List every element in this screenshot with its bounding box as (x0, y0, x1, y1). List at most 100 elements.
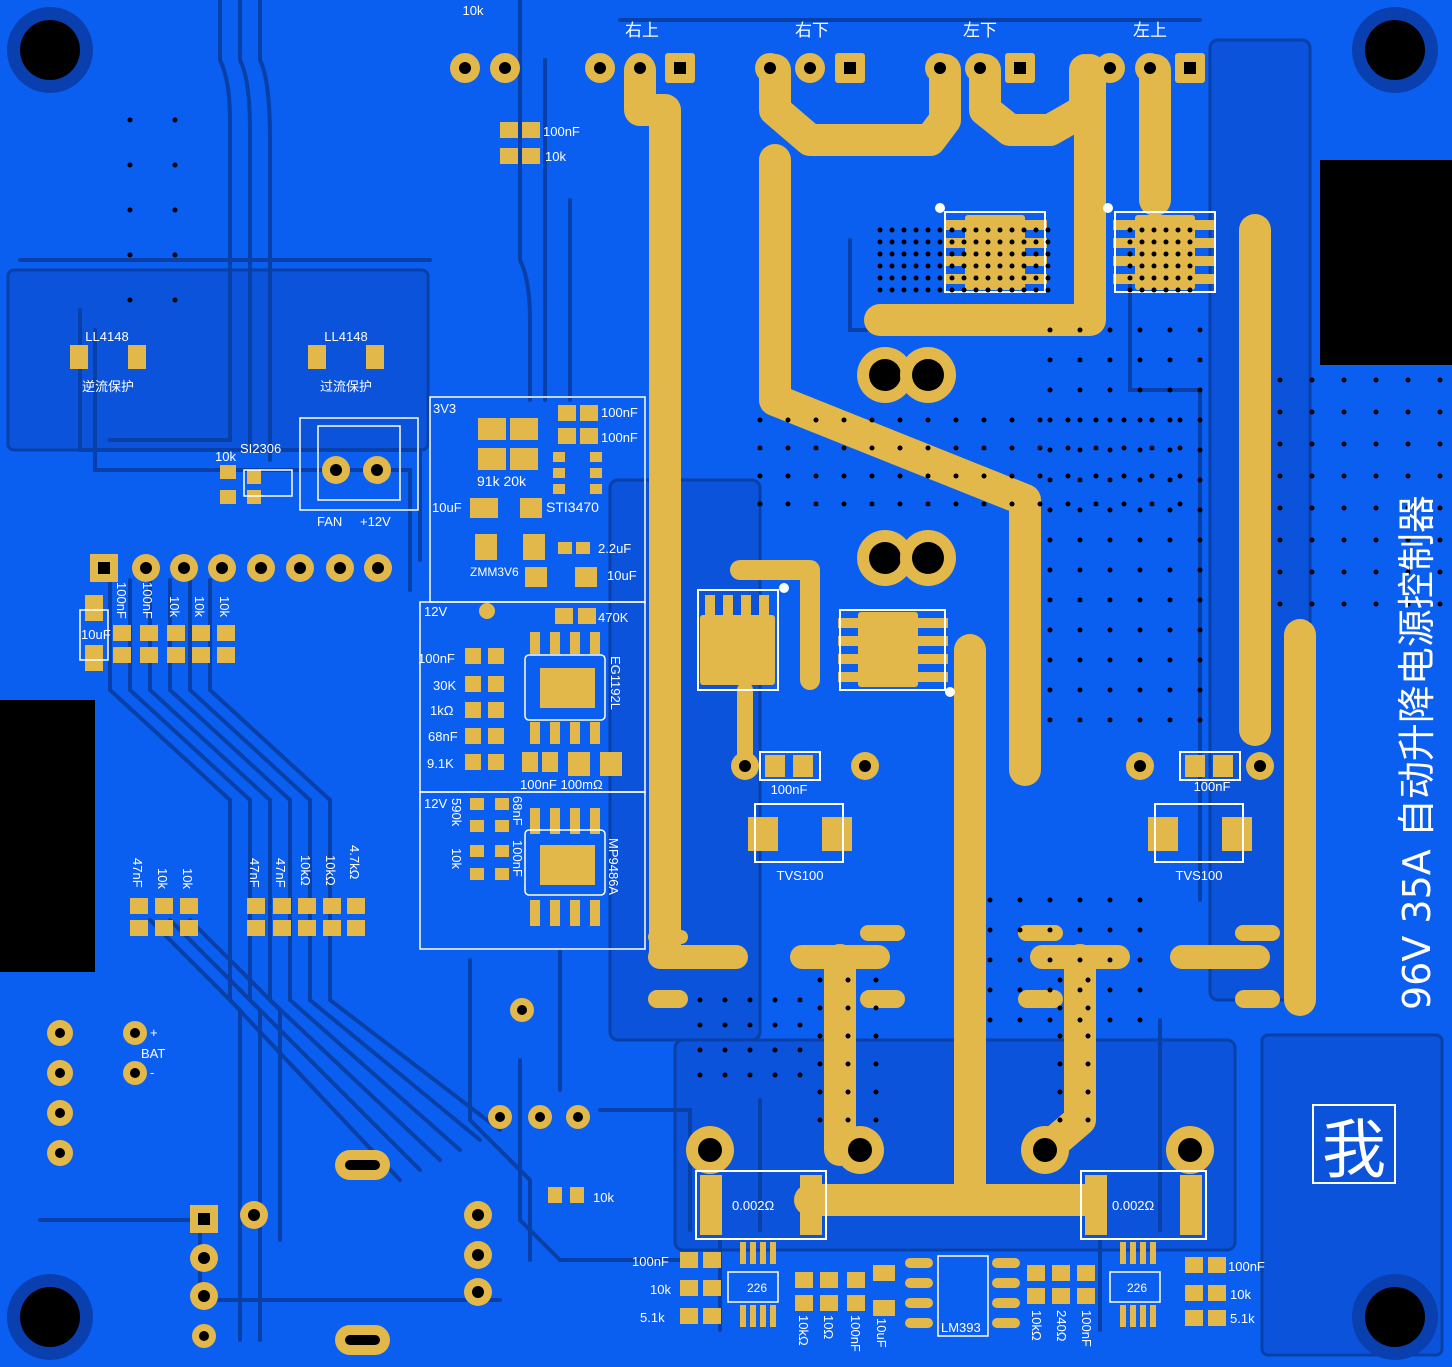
via (1107, 957, 1113, 963)
via (1047, 477, 1053, 483)
shunt-resistors (695, 1170, 1207, 1240)
via (1277, 505, 1283, 511)
via (1017, 1017, 1023, 1023)
label-3v3-cap2: 100nF (601, 430, 638, 445)
via (1341, 441, 1347, 447)
via (1137, 957, 1143, 963)
via (1009, 501, 1015, 507)
via (1037, 417, 1043, 423)
via (1405, 409, 1411, 415)
label-3v3-cin: 10uF (432, 500, 462, 515)
via (1077, 897, 1083, 903)
via (1021, 227, 1027, 233)
label-amp-2: 226 (1127, 1281, 1147, 1295)
label-tvs2: TVS100 (1176, 868, 1223, 883)
via (897, 417, 903, 423)
via (1167, 597, 1173, 603)
via (1047, 567, 1053, 573)
via (1437, 409, 1443, 415)
via (913, 275, 919, 281)
via (1405, 537, 1411, 543)
via (1065, 417, 1071, 423)
via (1277, 537, 1283, 543)
via (1033, 239, 1039, 245)
via (1047, 447, 1053, 453)
label-left-v4: 10k (192, 596, 207, 617)
label-12v-a-bottom: 100nF 100mΩ (520, 777, 603, 792)
via (1373, 377, 1379, 383)
via (1017, 927, 1023, 933)
via (1187, 227, 1193, 233)
label-gb-4: 10kΩ (323, 855, 338, 886)
label-bm-4: 10uF (874, 1318, 889, 1348)
via (797, 1022, 803, 1028)
via (1033, 263, 1039, 269)
via (785, 501, 791, 507)
via (925, 417, 931, 423)
label-tvs2-cap: 100nF (1194, 779, 1231, 794)
via (1277, 601, 1283, 607)
label-gb-1: 47nF (247, 858, 262, 888)
label-bat-plus: + (150, 1025, 158, 1040)
via (1121, 417, 1127, 423)
via (1009, 227, 1015, 233)
label-cap-top: 100nF (543, 124, 580, 139)
label-br-3: 5.1k (1230, 1311, 1255, 1326)
via (697, 997, 703, 1003)
via (1187, 263, 1193, 269)
via (1137, 417, 1143, 423)
via (772, 997, 778, 1003)
via (1137, 717, 1143, 723)
via (1341, 409, 1347, 415)
via (981, 501, 987, 507)
via (1309, 473, 1315, 479)
via (1127, 227, 1133, 233)
via (1163, 227, 1169, 233)
label-3v3-ic: STI3470 (546, 499, 599, 515)
via (1175, 239, 1181, 245)
via (1033, 275, 1039, 281)
via (925, 263, 931, 269)
via (1107, 477, 1113, 483)
via (1137, 657, 1143, 663)
via (1107, 387, 1113, 393)
via (1437, 473, 1443, 479)
label-shunt-1: 0.002Ω (732, 1198, 775, 1213)
via (127, 162, 133, 168)
via (1277, 409, 1283, 415)
via (1017, 897, 1023, 903)
via (1151, 251, 1157, 257)
via (925, 251, 931, 257)
via (772, 1022, 778, 1028)
label-gb-5: 4.7kΩ (347, 845, 362, 880)
via (1107, 567, 1113, 573)
via (869, 473, 875, 479)
label-12v-a-p3: 1kΩ (430, 703, 454, 718)
via (841, 445, 847, 451)
label-diode-2: LL4148 (324, 329, 367, 344)
via (1033, 251, 1039, 257)
via (1341, 505, 1347, 511)
logo-char: 我 (1322, 1114, 1386, 1188)
via (1187, 287, 1193, 293)
via (1197, 507, 1203, 513)
via (1277, 569, 1283, 575)
via (1009, 239, 1015, 245)
via (841, 501, 847, 507)
via (1197, 357, 1203, 363)
via (949, 287, 955, 293)
via (817, 1089, 823, 1095)
via (1047, 537, 1053, 543)
label-12v-a: 12V (424, 604, 447, 619)
board-right-notch (1320, 160, 1452, 365)
via (1151, 275, 1157, 281)
via (845, 1061, 851, 1067)
via (1047, 327, 1053, 333)
via (1177, 501, 1183, 507)
label-fan-v: +12V (360, 514, 391, 529)
via (172, 207, 178, 213)
via (1197, 387, 1203, 393)
via (127, 117, 133, 123)
via (949, 263, 955, 269)
via (869, 445, 875, 451)
